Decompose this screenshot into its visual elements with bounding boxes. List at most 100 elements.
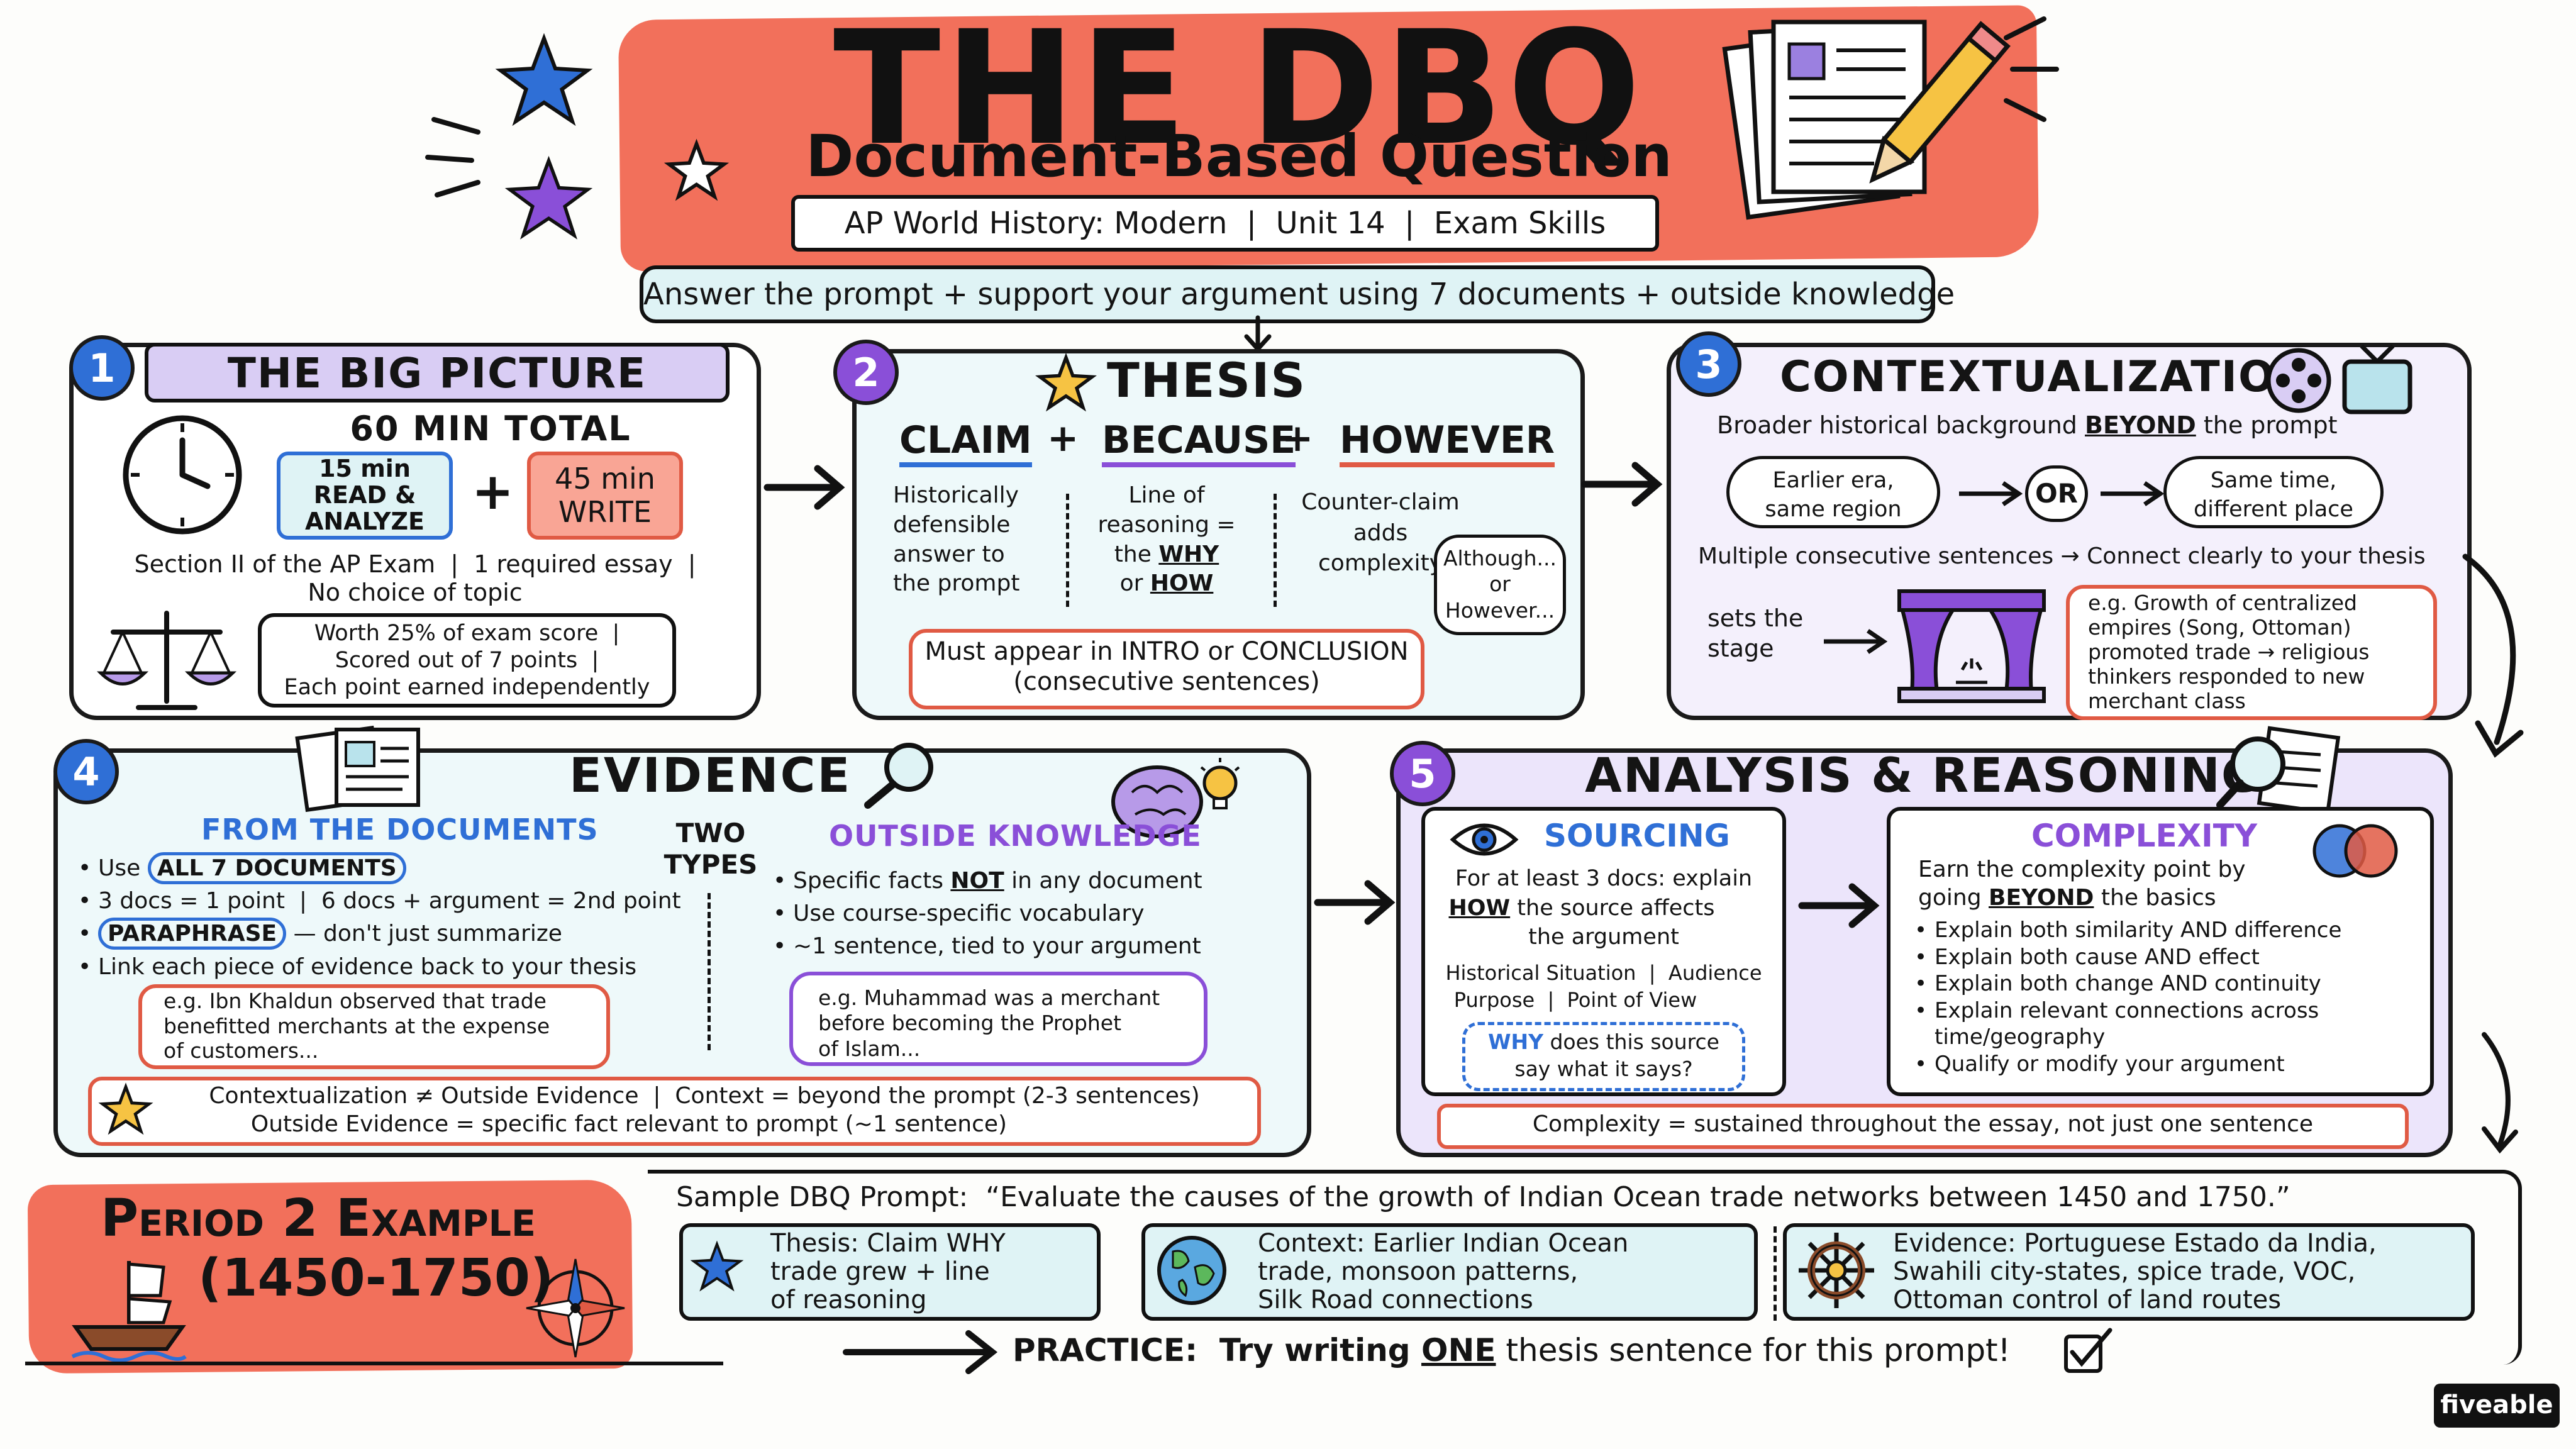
page-subtitle: Document-Based Question (806, 123, 1672, 190)
however-description: Counter-claim adds complexity (1301, 489, 1460, 577)
sample-prompt: Sample DBQ Prompt: “Evaluate the causes … (676, 1181, 2290, 1213)
list-item: Link each piece of evidence back to your… (75, 951, 679, 984)
ship-icon (71, 1261, 187, 1362)
section-number-3: 3 (1676, 331, 1741, 397)
thesis-example: Thesis: Claim WHY trade grew + line of r… (770, 1229, 1006, 1314)
underline-stroke (25, 1362, 723, 1365)
period-years: (1450-1750) (198, 1248, 554, 1308)
documents-example: e.g. Ibn Khaldun observed that trade ben… (164, 989, 550, 1063)
arrow-right-icon (1824, 629, 1888, 654)
document-pencil-icon (1722, 16, 2059, 220)
section-line-2: No choice of topic (308, 579, 523, 606)
analysis-title: ANALYSIS & REASONING (1585, 747, 2262, 803)
white-star-icon (663, 138, 730, 201)
context-example-2: Context: Earlier Indian Ocean trade, mon… (1258, 1229, 1629, 1314)
purple-star-icon (504, 155, 593, 240)
arrow-right-icon (1581, 462, 1663, 507)
section-number-5: 5 (1390, 741, 1455, 806)
list-item: PARAPHRASE — don't just summarize (75, 918, 679, 951)
thesis-example-box (679, 1223, 1101, 1321)
because-label: BECAUSE (1102, 418, 1296, 467)
magnifier-icon (864, 743, 933, 809)
list-item: Explain relevant connections across time… (1912, 997, 2415, 1051)
claim-label: CLAIM (899, 418, 1032, 467)
counterclaim-bubble: Although... or However... (1434, 535, 1566, 635)
hipp-line-1: Historical Situation | Audience (1445, 961, 1762, 985)
thesis-title: THESIS (1107, 352, 1307, 408)
worth-box (258, 613, 676, 708)
example-box (648, 1170, 2522, 1365)
hipp-line-2: Purpose | Point of View (1453, 988, 1697, 1012)
clock-icon (123, 415, 242, 535)
read-analyze-box: 15 min READ & ANALYZE (277, 452, 453, 540)
arrow-right-icon (843, 1330, 998, 1374)
list-item: Use course-specific vocabulary (770, 897, 1286, 930)
list-item: 3 docs = 1 point | 6 docs + argument = 2… (75, 885, 681, 918)
checkbox-icon (2064, 1328, 2112, 1373)
list-item: Explain both cause AND effect (1912, 944, 2415, 971)
from-documents-heading: FROM THE DOCUMENTS (201, 813, 599, 847)
period-title: Period 2 Example (101, 1189, 536, 1248)
sourcing-line-2: HOW the source affects (1448, 896, 1715, 921)
ship-wheel-icon (1799, 1233, 1874, 1308)
gold-star-icon (98, 1082, 153, 1135)
list-item: Qualify or modify your argument (1912, 1051, 2415, 1078)
sourcing-line-3: the argument (1528, 924, 1679, 950)
outside-list: Specific facts NOT in any document Use c… (770, 865, 1286, 963)
complexity-line-1: Earn the complexity point by (1918, 857, 2246, 882)
same-time-oval: Same time, different place (2163, 456, 2384, 528)
plus-1: + (1047, 416, 1079, 460)
page-title: THE DBQ (833, 0, 1645, 180)
sourcing-heading: SOURCING (1544, 818, 1730, 854)
complexity-line-2: going BEYOND the basics (1918, 885, 2216, 911)
evidence-example: Evidence: Portuguese Estado da India, Sw… (1893, 1229, 2377, 1314)
evidence-note-line-1: Contextualization ≠ Outside Evidence | C… (209, 1083, 1200, 1109)
context-example-box (2066, 585, 2437, 720)
list-item: Use ALL 7 DOCUMENTS (75, 852, 679, 885)
plus-sign: + (472, 462, 514, 521)
curved-arrow-icon (2482, 1032, 2518, 1154)
sourcing-line-1: For at least 3 docs: explain (1455, 866, 1753, 891)
documents-example-box (138, 984, 610, 1069)
worth-line-2: Scored out of 7 points | (335, 648, 599, 673)
compass-rose-icon (526, 1258, 625, 1358)
tagline: Answer the prompt + support your argumen… (640, 265, 1955, 323)
evidence-note-box (88, 1077, 1261, 1146)
context-example: e.g. Growth of centralized empires (Song… (2088, 591, 2370, 713)
contextualization-subtitle: Broader historical background BEYOND the… (1717, 411, 2338, 439)
complexity-heading: COMPLEXITY (2031, 818, 2258, 854)
multiple-sentences-line: Multiple consecutive sentences → Connect… (1698, 543, 2426, 569)
scales-icon (96, 611, 237, 710)
magnifier-document-icon (2216, 726, 2341, 815)
documents-icon (295, 725, 420, 813)
because-description: Line of reasoning = the WHY or HOW (1097, 482, 1236, 597)
context-example-box-2 (1141, 1223, 1758, 1321)
divider-1 (1066, 494, 1069, 607)
example-divider (1774, 1226, 1777, 1321)
outside-knowledge-heading: OUTSIDE KNOWLEDGE (829, 819, 1202, 853)
earlier-era-oval: Earlier era, same region (1726, 456, 1940, 528)
contextualization-title: CONTEXTUALIZATION (1780, 352, 2313, 402)
eye-icon (1450, 823, 1519, 856)
claim-description: Historically defensible answer to the pr… (893, 482, 1020, 597)
list-item: Explain both similarity AND difference (1912, 917, 2415, 944)
or-circle: OR (2025, 465, 2088, 522)
list-item: Explain both change AND continuity (1912, 970, 2415, 997)
stage-curtain-icon (1897, 589, 2046, 703)
arrow-right-icon (1314, 880, 1396, 925)
write-box: 45 min WRITE (527, 452, 683, 540)
list-item: ~1 sentence, tied to your argument (770, 930, 1286, 963)
documents-list: Use ALL 7 DOCUMENTS 3 docs = 1 point | 6… (75, 852, 681, 984)
evidence-title: EVIDENCE (569, 747, 852, 803)
two-types-divider (708, 893, 711, 1050)
venn-diagram-icon (2312, 824, 2398, 878)
outside-example-bubble: e.g. Muhammad was a merchant before beco… (789, 972, 1208, 1066)
big-picture-title: THE BIG PICTURE (227, 349, 647, 397)
globe-icon (1157, 1236, 1226, 1305)
evidence-note-line-2: Outside Evidence = specific fact relevan… (250, 1111, 1008, 1137)
practice-prompt: PRACTICE: Try writing ONE thesis sentenc… (1013, 1332, 2011, 1368)
must-line-1: Must appear in INTRO or CONCLUSION (924, 637, 1409, 666)
gold-star-icon (1035, 352, 1097, 412)
however-label: HOWEVER (1340, 418, 1555, 467)
